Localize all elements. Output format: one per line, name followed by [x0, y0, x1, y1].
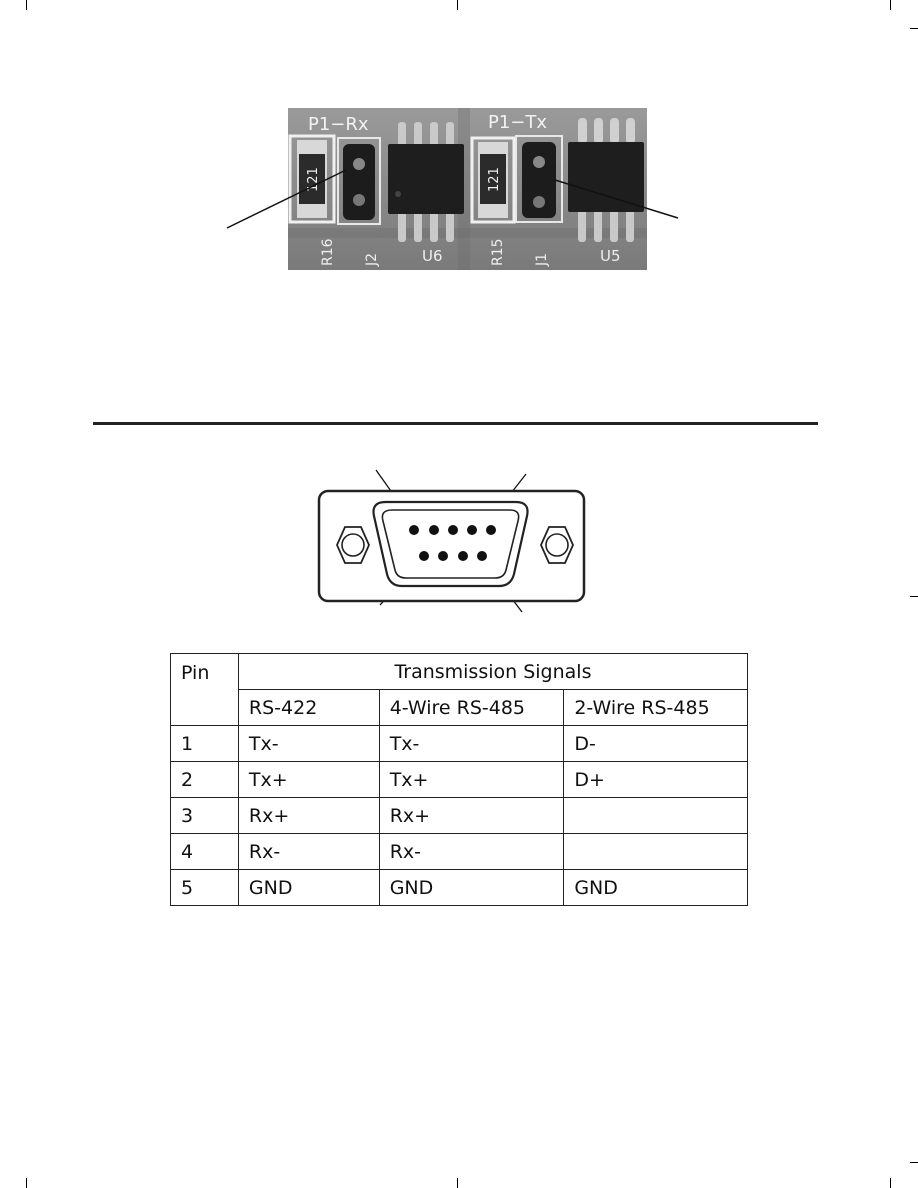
- db9-connector-diagram: [317, 469, 586, 613]
- pin-number: 1: [170, 725, 239, 762]
- rs485-2wire-signal: [563, 797, 748, 834]
- rs485-2wire-signal: D-: [563, 725, 748, 762]
- silkscreen-r15: R15: [490, 238, 506, 266]
- rs485-4wire-signal: Rx+: [378, 797, 565, 834]
- pin-column-header: Pin: [170, 653, 239, 726]
- crop-mark: [26, 1178, 27, 1188]
- silkscreen-j1: J1: [534, 253, 550, 267]
- crop-mark: [457, 0, 458, 10]
- pin-3: [448, 525, 458, 535]
- silkscreen-p1-tx: P1−Tx: [488, 112, 547, 133]
- crop-mark: [910, 28, 918, 29]
- pin-9: [477, 551, 487, 561]
- crop-mark: [910, 596, 918, 597]
- rs485-4wire-signal: Tx-: [378, 725, 565, 762]
- pin-1: [409, 525, 419, 535]
- column-header-rs485-2wire: 2-Wire RS-485: [563, 689, 748, 726]
- rs422-signal: Tx+: [237, 761, 380, 798]
- crop-mark: [890, 0, 891, 10]
- column-header-rs485-4wire: 4-Wire RS-485: [378, 689, 565, 726]
- rs422-signal: Rx-: [237, 833, 380, 870]
- rs485-4wire-signal: Tx+: [378, 761, 565, 798]
- silkscreen-r16: R16: [320, 238, 336, 266]
- pin-number: 2: [170, 761, 239, 798]
- table-row: 1 Tx- Tx- D-: [170, 725, 748, 762]
- pin-number: 5: [170, 869, 239, 906]
- crop-mark: [26, 0, 27, 10]
- table-row: 2 Tx+ Tx+ D+: [170, 761, 748, 798]
- crop-mark: [910, 1162, 918, 1163]
- rs485-4wire-signal: GND: [378, 869, 565, 906]
- silkscreen-u5: U5: [600, 247, 621, 265]
- silkscreen-p1-rx: P1−Rx: [308, 114, 369, 135]
- table-row: 3 Rx+ Rx+: [170, 797, 748, 834]
- rs485-2wire-signal: GND: [563, 869, 748, 906]
- section-divider: [93, 422, 818, 425]
- rs422-signal: GND: [237, 869, 380, 906]
- resistor-marking: 121: [306, 167, 321, 192]
- rs485-2wire-signal: D+: [563, 761, 748, 798]
- rs422-signal: Tx-: [237, 725, 380, 762]
- table-row: 4 Rx- Rx-: [170, 833, 748, 870]
- transmission-signals-header: Transmission Signals: [237, 653, 749, 690]
- pin-6: [419, 551, 429, 561]
- table-row: 5 GND GND GND: [170, 869, 748, 906]
- crop-mark: [457, 1178, 458, 1188]
- pin-assignment-table: Pin Transmission Signals RS-422 4-Wire R…: [170, 653, 749, 906]
- pin-8: [458, 551, 468, 561]
- table-subheader-row: RS-422 4-Wire RS-485 2-Wire RS-485: [171, 689, 748, 726]
- pin-5: [486, 525, 496, 535]
- column-header-rs422: RS-422: [237, 689, 380, 726]
- pin-4: [467, 525, 477, 535]
- resistor-marking: 121: [487, 167, 502, 192]
- pin-number: 3: [170, 797, 239, 834]
- pin-7: [438, 551, 448, 561]
- pin-2: [429, 525, 439, 535]
- rs485-4wire-signal: Rx-: [378, 833, 565, 870]
- rs422-signal: Rx+: [237, 797, 380, 834]
- pin-number: 4: [170, 833, 239, 870]
- table-header-row: Pin Transmission Signals: [170, 653, 749, 726]
- rs485-2wire-signal: [563, 833, 748, 870]
- pcb-photo: P1−Rx P1−Tx 121 121: [288, 108, 647, 270]
- silkscreen-u6: U6: [422, 247, 443, 265]
- crop-mark: [890, 1178, 891, 1188]
- silkscreen-j2: J2: [364, 253, 380, 267]
